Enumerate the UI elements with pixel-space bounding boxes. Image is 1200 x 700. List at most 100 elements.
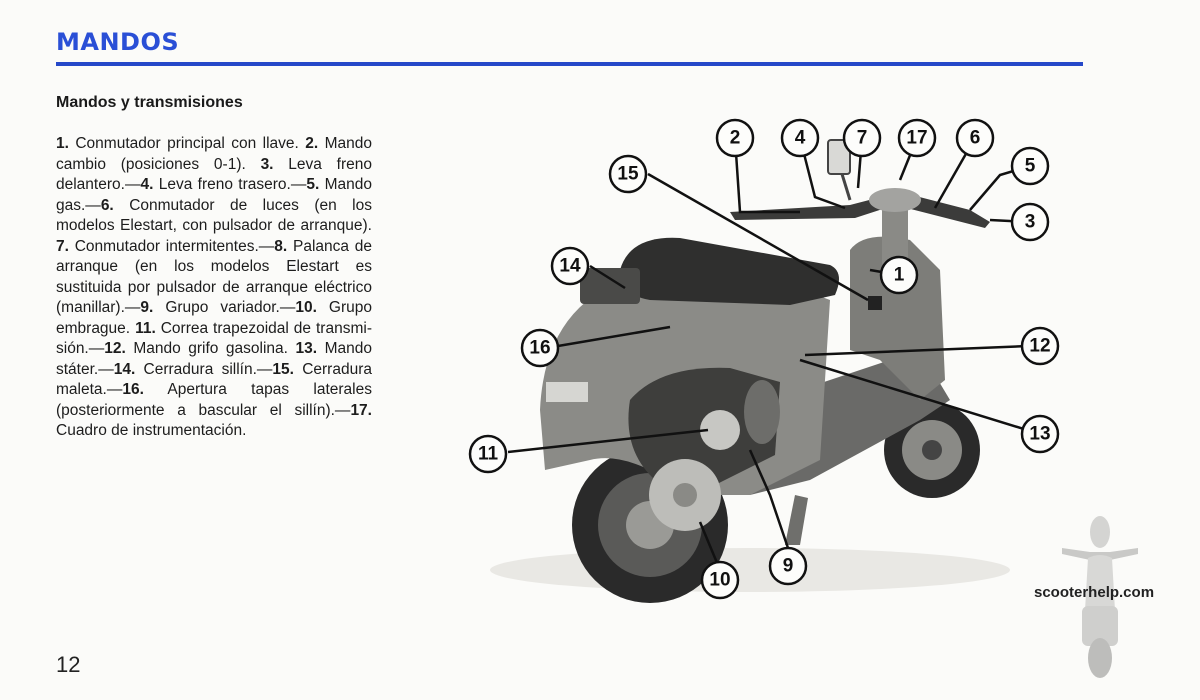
callout-label: 12 xyxy=(1029,336,1050,357)
callout-circle xyxy=(1020,326,1060,366)
callout-circle xyxy=(700,560,740,600)
legend-number: 1. xyxy=(56,135,69,152)
legend-text: Con­mutador de luces (en los modelos Ele… xyxy=(56,196,372,235)
callout-circle xyxy=(520,328,560,368)
legend-text: Conmutador intermitentes.— xyxy=(68,237,275,255)
callout-circle xyxy=(842,118,882,158)
callout-label: 9 xyxy=(783,556,794,577)
callout-11: 11 xyxy=(468,434,508,474)
callout-label: 10 xyxy=(709,570,730,591)
front-wheel xyxy=(884,402,980,498)
legend-number: 9. xyxy=(140,299,154,316)
legend-number: 7. xyxy=(56,237,69,255)
legend-number: 15. xyxy=(272,360,294,378)
callout-circle xyxy=(715,118,755,158)
legend-number: 12. xyxy=(104,340,126,357)
callout-label: 17 xyxy=(906,128,927,149)
callout-16: 16 xyxy=(520,328,560,368)
callout-label: 7 xyxy=(857,128,868,149)
callout-12: 12 xyxy=(1020,326,1060,366)
callout-label: 3 xyxy=(1025,212,1036,233)
variator-pulley xyxy=(700,410,740,450)
legend-number: 5. xyxy=(306,176,320,193)
legend-number: 13. xyxy=(295,340,318,357)
tail-light xyxy=(546,382,588,402)
callout-circle xyxy=(879,255,919,295)
legend-paragraph: 1. Conmutador principal con llave. 2. Ma… xyxy=(56,134,372,442)
callout-13: 13 xyxy=(1020,414,1060,454)
legend-text: Correa trapezoidal de transmi­sión.— xyxy=(56,319,372,358)
center-stand xyxy=(785,495,808,545)
legend-text: Mando státer.— xyxy=(56,340,372,378)
callout-14: 14 xyxy=(550,246,590,286)
callout-label: 14 xyxy=(559,256,581,277)
title-rule xyxy=(56,62,1083,66)
handlebar xyxy=(730,192,990,228)
scooter-illustration xyxy=(490,137,1041,603)
callout-circle xyxy=(550,246,590,286)
callout-label: 4 xyxy=(795,128,806,149)
callout-circle xyxy=(608,154,648,194)
callout-circle xyxy=(1010,146,1050,186)
callout-7: 7 xyxy=(842,118,882,158)
legend-number: 17. xyxy=(350,401,372,419)
callout-label: 6 xyxy=(970,128,981,149)
section-subtitle: Mandos y transmisiones xyxy=(56,94,243,111)
legend-number: 4. xyxy=(140,176,154,193)
legend-text: Cerradura maleta.— xyxy=(56,360,372,399)
callout-label: 11 xyxy=(478,444,499,465)
seat xyxy=(620,237,839,305)
callout-17: 17 xyxy=(897,118,937,158)
callout-label: 2 xyxy=(730,128,741,149)
callout-circle xyxy=(1020,414,1060,454)
legend-number: 3. xyxy=(260,155,274,173)
callout-3: 3 xyxy=(1010,202,1050,242)
legend-text: Cua­dro de instrumentación. xyxy=(56,422,247,439)
page-title: MANDOS xyxy=(56,28,180,56)
legend-number: 11. xyxy=(135,319,156,337)
legend-text: Mando gas.— xyxy=(56,176,372,214)
watermark-text: scooterhelp.com xyxy=(1034,584,1155,601)
callout-6: 6 xyxy=(955,118,995,158)
legend-number: 14. xyxy=(113,360,136,378)
callout-15: 15 xyxy=(608,154,648,194)
callout-circle xyxy=(1010,202,1050,242)
legend-text: Apertura tapas laterales (posterior­ment… xyxy=(56,381,372,419)
legend-text: Leva freno delantero.— xyxy=(56,155,372,194)
headset xyxy=(869,188,921,212)
callout-2: 2 xyxy=(715,118,755,158)
legend-number: 2. xyxy=(305,135,319,152)
callout-circle xyxy=(768,546,808,586)
callout-4: 4 xyxy=(780,118,820,158)
callout-label: 15 xyxy=(617,164,639,185)
legend-number: 16. xyxy=(122,381,144,398)
callout-9: 9 xyxy=(768,546,808,586)
legend-number: 10. xyxy=(295,299,317,316)
callout-circle xyxy=(897,118,937,158)
callout-label: 16 xyxy=(529,338,550,359)
watermark-scooter-icon xyxy=(1060,508,1140,693)
legend-text: Leva fre­no trasero.— xyxy=(153,176,307,193)
seat-box xyxy=(580,268,640,304)
legend-number: 6. xyxy=(100,196,114,214)
compartment-lock xyxy=(868,296,882,310)
legend-text: Gru­po variador.— xyxy=(153,299,296,316)
legend-text: Pa­lanca de arranque (en los modelos Ele… xyxy=(56,237,372,317)
legshield xyxy=(850,236,945,400)
callout-circle xyxy=(468,434,508,474)
mirror xyxy=(827,139,851,175)
legend-text: Grupo embrague. xyxy=(56,299,372,337)
legend-text: Mando cambio (posiciones 0-1). xyxy=(56,135,373,173)
callout-10: 10 xyxy=(700,560,740,600)
callout-label: 1 xyxy=(894,265,905,286)
callout-label: 13 xyxy=(1029,424,1050,445)
page-number: 12 xyxy=(56,652,81,677)
callout-label: 5 xyxy=(1025,156,1036,177)
callout-5: 5 xyxy=(1010,146,1050,186)
callout-circle xyxy=(955,118,995,158)
legend-text: Conmutador principal con llave. xyxy=(68,135,306,152)
callout-1: 1 xyxy=(879,255,919,295)
legend-text: Cerradura si­llín.— xyxy=(135,360,273,378)
